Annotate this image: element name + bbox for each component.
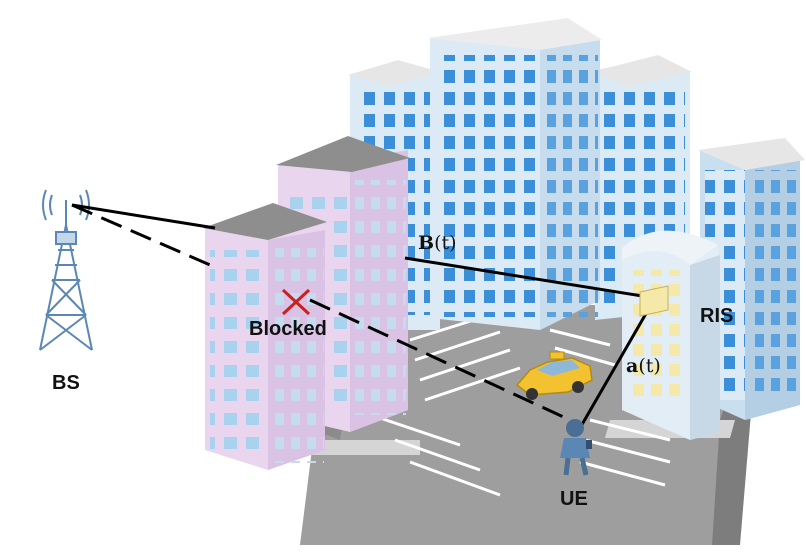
link-blocked-to-ue-dashed [309,298,571,422]
link-bs-ris [404,256,656,300]
ris-panel [639,285,669,317]
link-bs-to-building [71,203,216,230]
label-at: a(t) [626,355,661,377]
link-ris-ue [578,297,657,429]
building-pink-front [203,203,327,470]
label-ue: UE [560,488,588,510]
links [71,203,657,429]
label-at-symbol: a [626,355,639,377]
blocked-cross-icon [281,288,311,316]
building-tall-center [428,18,602,330]
label-bt-symbol: B [418,232,435,254]
label-ris: RIS [700,305,734,327]
taxi-icon [515,351,593,400]
link-bs-blocked-dashed [71,203,211,267]
label-bs: BS [52,372,80,394]
label-blocked: Blocked [249,318,327,340]
tower-icon [39,189,93,351]
building-ris [622,230,720,440]
label-bt-arg: (t) [434,232,457,254]
label-bt: B(t) [418,232,457,254]
label-at-arg: (t) [638,355,661,377]
person-icon [560,419,592,476]
